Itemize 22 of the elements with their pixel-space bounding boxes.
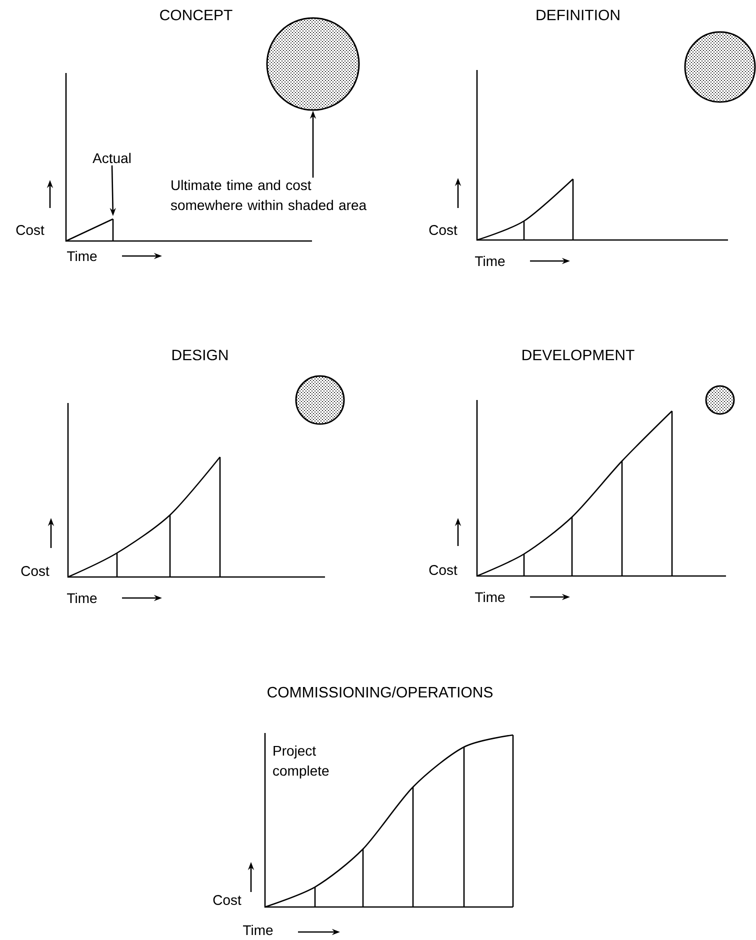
panel-title: DEFINITION: [536, 10, 620, 20]
axis-label: Cost: [21, 566, 50, 576]
axis-label: Time: [243, 924, 273, 936]
panel-title: DEVELOPMENT: [522, 350, 634, 360]
axis-label: Time: [67, 250, 97, 262]
shaded-circle: [684, 31, 756, 103]
axis-label: Time: [475, 256, 505, 266]
shaded-circle: [266, 17, 360, 111]
axis-label: Time: [475, 592, 505, 602]
note-text: Project complete: [273, 745, 329, 779]
callout-text: Ultimate time and cost somewhere within shaded area: [170, 180, 367, 210]
callout-text: Actual: [92, 152, 131, 164]
panel-title: CONCEPT: [160, 10, 232, 20]
panel-title: COMMISSIONING/OPERATIONS: [268, 686, 493, 698]
shaded-circle: [705, 385, 735, 415]
axis-label: Cost: [16, 225, 44, 235]
panel-title: DESIGN: [172, 350, 228, 360]
axis-label: Cost: [213, 895, 242, 905]
shaded-circle: [295, 375, 345, 425]
axis-label: Cost: [429, 225, 458, 235]
axis-label: Time: [67, 592, 97, 604]
axis-label: Cost: [429, 565, 458, 575]
